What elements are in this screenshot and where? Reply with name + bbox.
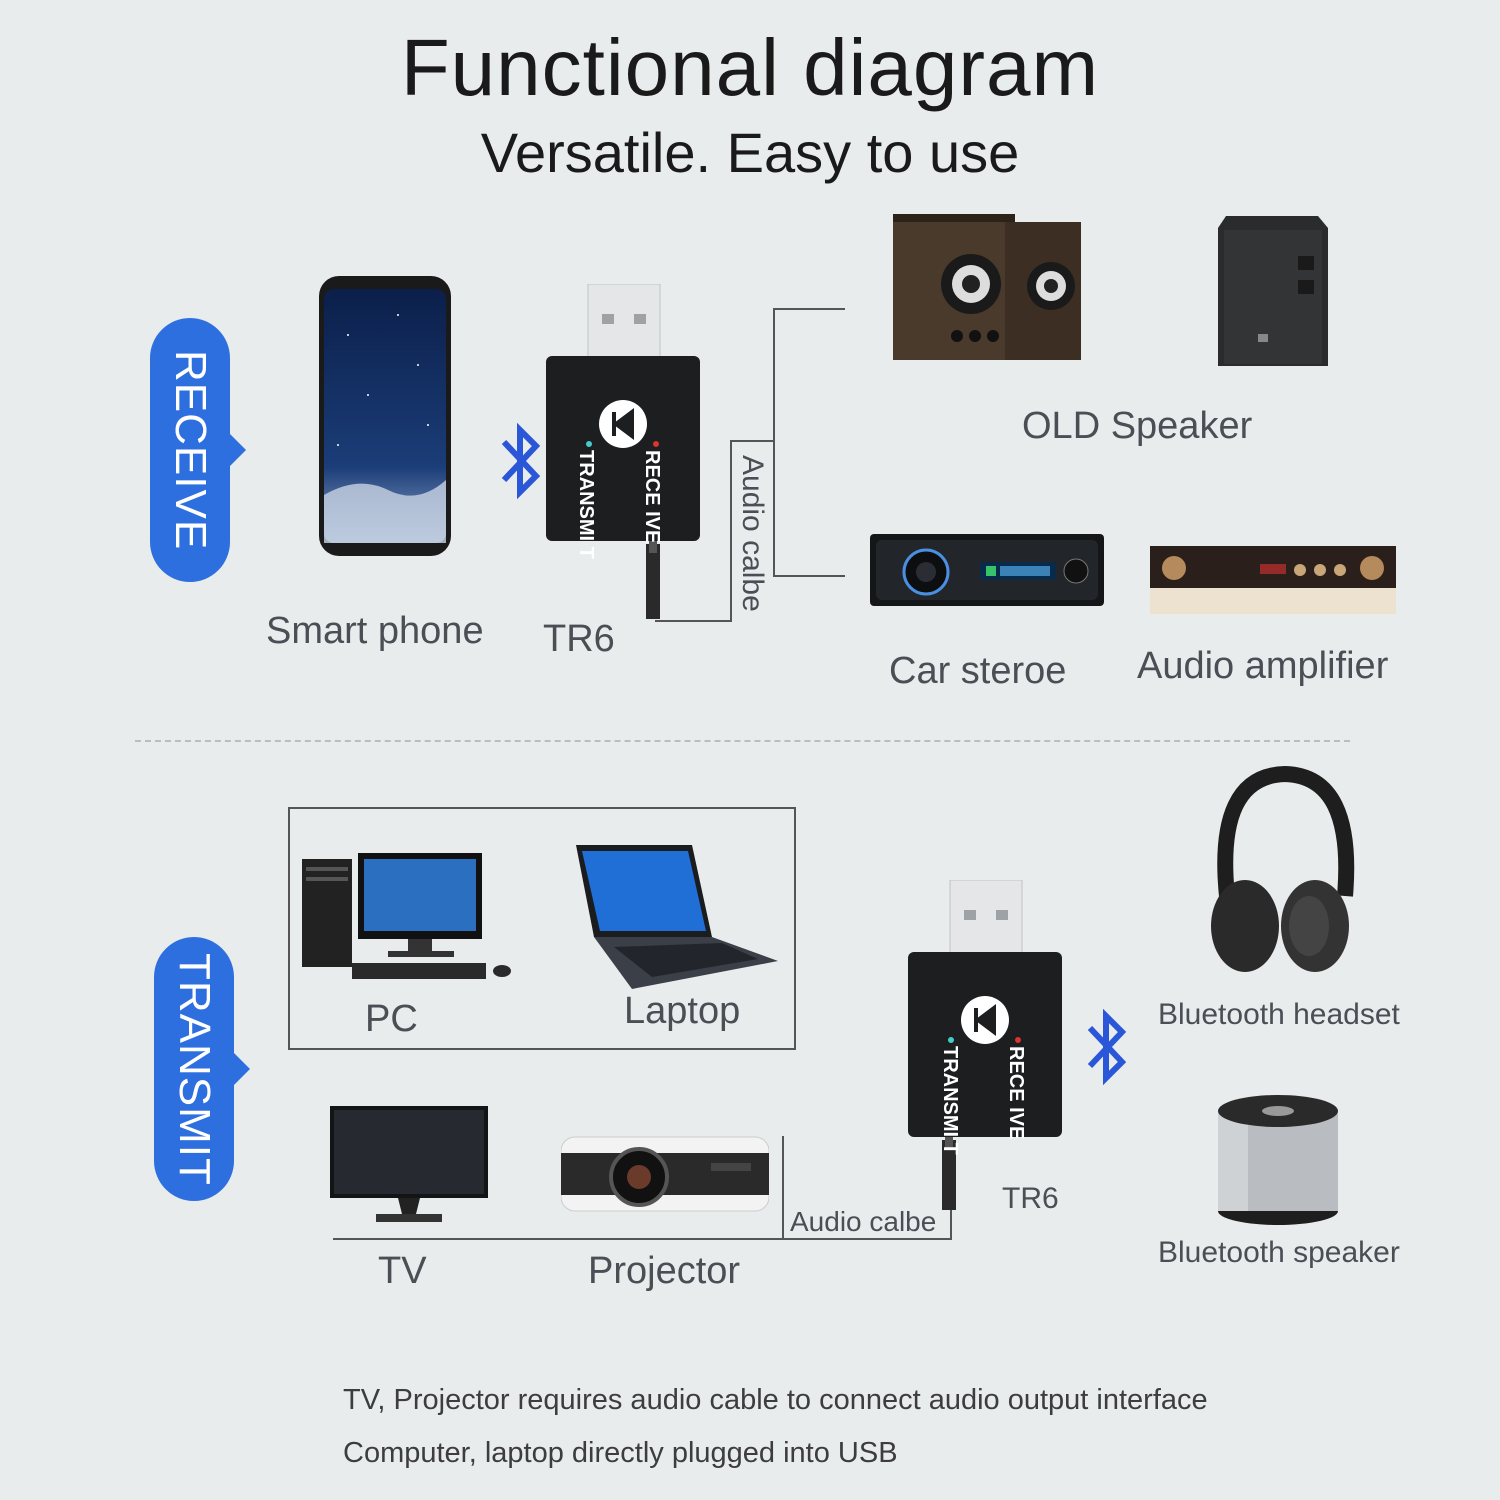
transmit-badge: TRANSMIT [154, 937, 250, 1201]
adapter-mode-transmit: TRANSMI T [575, 450, 597, 559]
headset-image [1205, 766, 1361, 976]
tv-image [330, 1106, 488, 1228]
tv-label: TV [378, 1250, 427, 1292]
pc-image [302, 853, 517, 983]
car-stereo-image [870, 534, 1104, 606]
smartphone-image [318, 275, 452, 557]
adapter-mode-receive: RECE IVE [641, 450, 663, 544]
tr6-label-receive: TR6 [543, 618, 615, 660]
cable-line [773, 575, 845, 577]
projector-label: Projector [588, 1250, 741, 1292]
audio-cable-label-transmit: Audio calbe [790, 1206, 937, 1237]
tr6-label-transmit: TR6 [1002, 1182, 1059, 1215]
bluetooth-icon [1086, 1004, 1128, 1090]
laptop-image [572, 843, 780, 991]
cable-line [782, 1136, 784, 1238]
adapter-mode-transmit: TRANSMI T [939, 1046, 961, 1155]
pa-speaker-image [1218, 216, 1328, 368]
audio-cable-label-receive: Audio calbe [736, 455, 769, 612]
bluetooth-icon [500, 420, 542, 502]
page-title: Functional diagram [400, 23, 1100, 112]
usb-devices-box [288, 807, 796, 1050]
section-divider [135, 740, 1350, 742]
cable-line [950, 1196, 952, 1240]
cable-line [773, 308, 845, 310]
car-stereo-label: Car steroe [889, 650, 1067, 692]
bt-speaker-label: Bluetooth speaker [1158, 1236, 1400, 1269]
bookshelf-speakers-image [893, 214, 1081, 362]
pc-label: PC [365, 998, 418, 1040]
receive-badge: RECEIVE [150, 318, 246, 582]
note-line-1: TV, Projector requires audio cable to co… [343, 1384, 1208, 1416]
cable-line [333, 1238, 951, 1240]
laptop-label: Laptop [624, 990, 741, 1032]
adapter-mode-receive: RECE IVE [1005, 1046, 1027, 1140]
cable-line [730, 440, 732, 622]
cable-line [773, 308, 775, 576]
amplifier-image [1150, 546, 1396, 616]
tr6-adapter-transmit [908, 880, 1064, 1210]
tr6-adapter-receive [546, 284, 702, 619]
smartphone-label: Smart phone [266, 610, 484, 652]
headset-label: Bluetooth headset [1158, 998, 1400, 1031]
cable-line [730, 440, 774, 442]
amplifier-label: Audio amplifier [1137, 645, 1389, 687]
note-line-2: Computer, laptop directly plugged into U… [343, 1437, 898, 1469]
page-subtitle: Versatile. Easy to use [480, 121, 1020, 184]
old-speaker-label: OLD Speaker [1022, 405, 1253, 447]
cable-line [655, 620, 731, 622]
projector-image [561, 1127, 769, 1219]
bt-speaker-image [1216, 1093, 1340, 1227]
